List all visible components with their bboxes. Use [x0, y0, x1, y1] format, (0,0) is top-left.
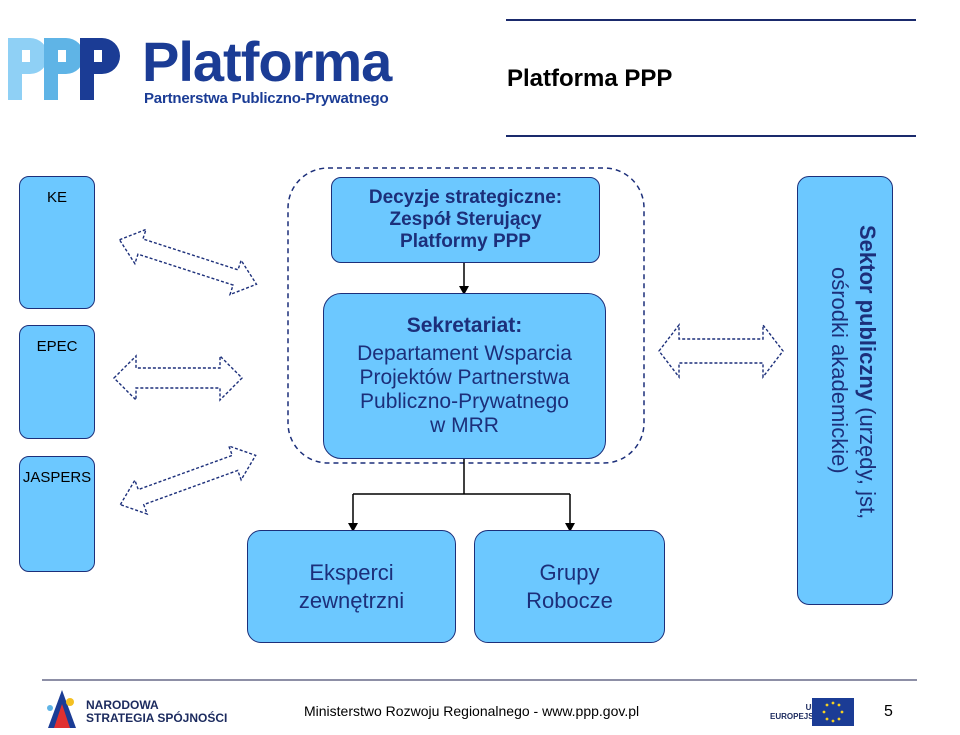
logo-subtitle: Partnerstwa Publiczno-Prywatnego	[144, 90, 389, 107]
eu-flag-icon	[812, 698, 854, 726]
box-epec-label: EPEC	[36, 338, 78, 355]
page-number: 5	[884, 703, 893, 720]
public-sector-line1-rest: (urzędy, jst,	[855, 401, 880, 519]
secretariat-body: Departament Wsparcia Projektów Partnerst…	[357, 342, 572, 437]
double-arrow-epec	[113, 354, 243, 402]
box-external-experts: Eksperci zewnętrzni	[247, 530, 456, 643]
dashed-container	[287, 167, 645, 464]
secretariat-title: Sekretariat:	[406, 314, 523, 337]
top-rule	[506, 19, 916, 21]
box-jaspers: JASPERS	[19, 456, 95, 572]
nss-logo-icon	[47, 690, 76, 728]
footer-ministry: Ministerstwo Rozwoju Regionalnego - www.…	[304, 703, 640, 719]
double-arrow-ke	[118, 228, 258, 296]
public-sector-title: Sektor publiczny	[855, 225, 880, 402]
box-ke-label: KE	[46, 189, 67, 206]
box-secretariat: Sekretariat: Departament Wsparcia Projek…	[323, 293, 606, 459]
box-steering-committee: Decyzje strategiczne: Zespół Sterujący P…	[331, 177, 600, 263]
ppp-logo-icon	[8, 38, 120, 100]
steering-text: Decyzje strategiczne: Zespół Sterujący P…	[368, 187, 563, 252]
public-sector-line2: ośrodki akademickie)	[827, 267, 852, 474]
box-working-groups: Grupy Robocze	[474, 530, 665, 643]
box-ke: KE	[19, 176, 95, 309]
working-groups-text: Grupy Robocze	[526, 559, 613, 613]
public-sector-vertical-text: Sektor publiczny (urzędy, jst, ośrodki a…	[827, 225, 880, 519]
box-public-sector: Sektor publiczny (urzędy, jst, ośrodki a…	[797, 176, 893, 605]
title-rule	[506, 135, 916, 137]
page-title: Platforma PPP	[507, 65, 673, 92]
double-arrow-right	[658, 322, 784, 380]
logo-word: Platforma	[142, 30, 392, 93]
footer-rule	[42, 679, 917, 681]
box-jaspers-label: JASPERS	[22, 469, 92, 486]
nss-logo-text: NARODOWA STRATEGIA SPÓJNOŚCI	[86, 698, 228, 725]
box-epec: EPEC	[19, 325, 95, 439]
svg-text:Sektor publiczny (urzędy, jst,: Sektor publiczny (urzędy, jst,	[855, 225, 880, 519]
experts-text: Eksperci zewnętrzni	[298, 559, 405, 613]
double-arrow-jaspers	[119, 444, 257, 516]
